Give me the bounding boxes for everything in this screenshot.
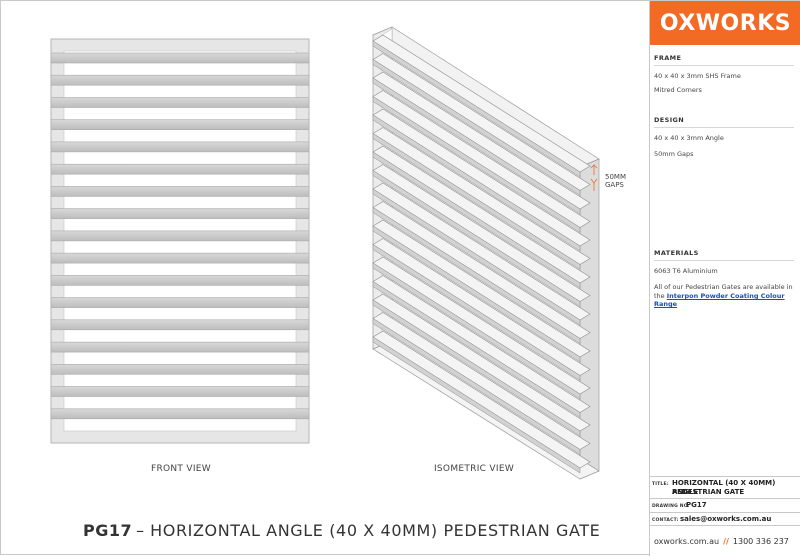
front-slat	[50, 97, 310, 108]
front-view-label: FRONT VIEW	[150, 464, 211, 474]
gap-callout-size: 50MM	[605, 173, 626, 181]
iso-slat-face	[372, 133, 581, 270]
materials-section: MATERIALS 6063 T6 Aluminium All of our P…	[654, 249, 794, 308]
materials-line-1: 6063 T6 Aluminium	[654, 267, 718, 275]
front-slats	[50, 52, 310, 420]
frame-line-1: 40 x 40 x 3mm SHS Frame	[654, 72, 741, 80]
page-title: PG17–HORIZONTAL ANGLE (40 X 40MM) PEDEST…	[83, 521, 600, 540]
front-slat	[50, 74, 310, 86]
drawing-area: 50MM GAPS FRONT VIEW ISOMETRIC VIEW PG17…	[1, 1, 649, 556]
title-text: HORIZONTAL ANGLE (40 X 40MM) PEDESTRIAN …	[150, 521, 601, 540]
title-code: PG17	[83, 521, 133, 540]
frame-line-2: Mitred Corners	[654, 86, 702, 94]
contact-email[interactable]: sales@oxworks.com.au	[680, 515, 772, 523]
front-slat	[50, 141, 310, 153]
iso-slat-face	[372, 151, 581, 289]
isometric-view-gate	[372, 26, 600, 480]
front-slat	[50, 275, 310, 286]
colour-range-link[interactable]: Interpon Powder Coating Colour Range	[654, 292, 785, 308]
front-slat	[50, 52, 310, 64]
isometric-slats	[372, 34, 591, 474]
front-view-gate	[50, 38, 310, 444]
gap-callout: 50MM GAPS	[605, 173, 626, 189]
front-slat	[50, 341, 310, 353]
front-slat	[50, 230, 310, 242]
iso-slat-face	[372, 59, 581, 196]
title-block-drawing-no: DRAWING NO: PG17	[650, 498, 800, 512]
front-slat	[50, 319, 310, 331]
iso-slat-face	[372, 225, 581, 363]
front-slat	[50, 119, 310, 130]
front-slat	[50, 297, 310, 308]
front-slat	[50, 363, 310, 375]
footer-separator: //	[723, 537, 729, 546]
frame-section: FRAME 40 x 40 x 3mm SHS Frame Mitred Cor…	[654, 54, 794, 94]
materials-heading: MATERIALS	[654, 249, 794, 261]
iso-slat-face	[372, 77, 581, 215]
title-block-line-1: HORIZONTAL (40 X 40MM) ANGLE	[672, 479, 776, 496]
logo-text: OXWORKS	[659, 10, 792, 36]
design-line-2: 50mm Gaps	[654, 150, 694, 158]
title-block-title: TITLE: HORIZONTAL (40 X 40MM) ANGLE PEDE…	[650, 476, 800, 498]
footer-phone[interactable]: 1300 336 237	[732, 537, 789, 546]
iso-slat-face	[372, 207, 581, 344]
iso-slat-face	[372, 336, 581, 474]
oxworks-logo: OXWORKS	[650, 1, 800, 45]
front-slat	[50, 163, 310, 175]
front-slat	[50, 408, 310, 420]
drawing-no-key: DRAWING NO:	[652, 504, 690, 509]
title-dash: –	[136, 521, 145, 540]
title-key: TITLE:	[652, 482, 669, 487]
drawing-no-value: PG17	[686, 501, 707, 509]
front-slat	[50, 208, 310, 219]
design-heading: DESIGN	[654, 116, 794, 128]
footer-website[interactable]: oxworks.com.au	[654, 537, 720, 546]
materials-line-3-prefix: the	[654, 292, 665, 300]
iso-slat-face	[372, 170, 581, 307]
design-section: DESIGN 40 x 40 x 3mm Angle 50mm Gaps	[654, 116, 794, 158]
iso-slat-face	[372, 281, 581, 418]
title-block-contact: CONTACT: sales@oxworks.com.au	[650, 512, 800, 526]
materials-line-2: All of our Pedestrian Gates are availabl…	[654, 283, 793, 291]
front-slat	[50, 386, 310, 397]
isometric-view-label: ISOMETRIC VIEW	[433, 464, 515, 474]
frame-heading: FRAME	[654, 54, 794, 66]
iso-slat-face	[372, 244, 581, 381]
materials-line-3: the Interpon Powder Coating Colour Range	[654, 292, 794, 308]
gap-callout-label: GAPS	[605, 181, 624, 189]
contact-key: CONTACT:	[652, 518, 679, 523]
gap-arrow-up	[590, 164, 598, 169]
design-line-1: 40 x 40 x 3mm Angle	[654, 134, 724, 142]
front-slat	[50, 186, 310, 197]
front-slat	[50, 252, 310, 264]
iso-slat-face	[372, 188, 581, 326]
iso-slat-face	[372, 318, 581, 455]
title-block-line-2: PEDESTRIAN GATE	[672, 488, 745, 496]
gate-drawings	[50, 26, 600, 480]
iso-slat-face	[372, 299, 581, 437]
iso-slat-face	[372, 96, 581, 233]
iso-slat-face	[372, 262, 581, 400]
footer: oxworks.com.au//1300 336 237	[654, 537, 789, 546]
iso-slat-face	[372, 40, 581, 178]
iso-slat-face	[372, 114, 581, 252]
info-panel: OXWORKS FRAME 40 x 40 x 3mm SHS Frame Mi…	[649, 1, 800, 556]
